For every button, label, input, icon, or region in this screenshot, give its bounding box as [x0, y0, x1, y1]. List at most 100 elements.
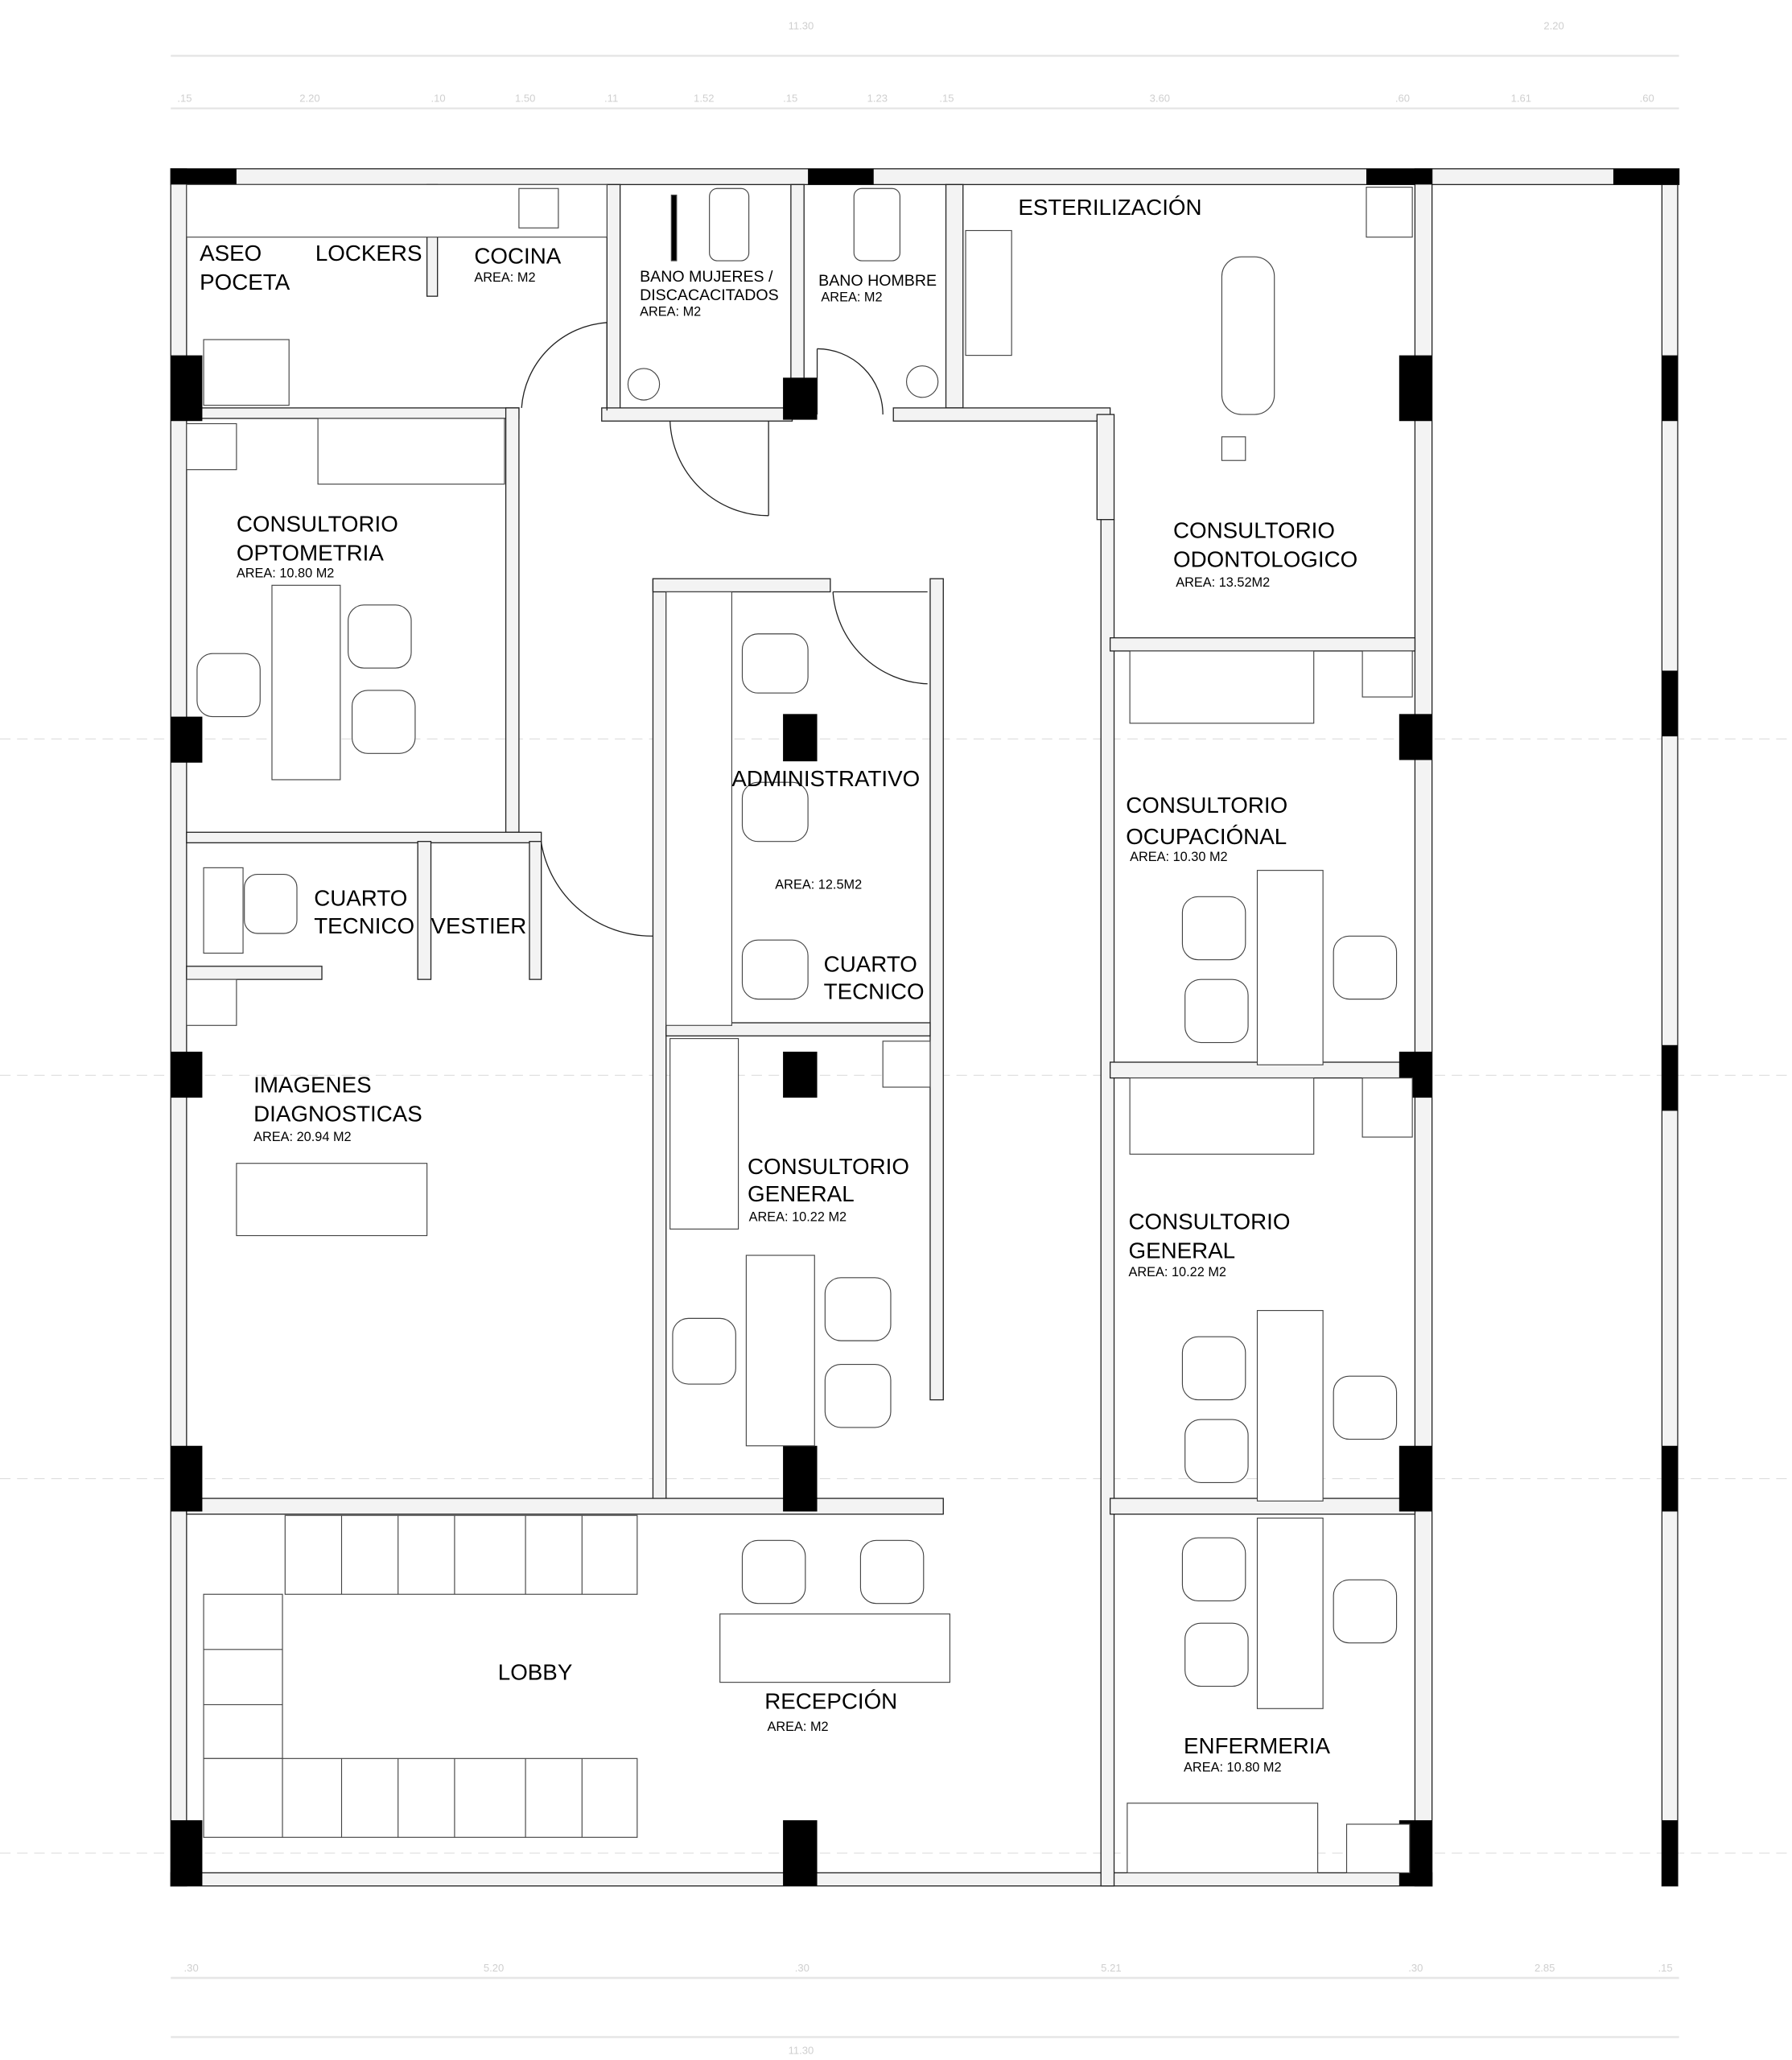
bed-icon	[1129, 650, 1315, 724]
dim-label: .11	[604, 92, 618, 104]
room-label-bano-hombre: BANO HOMBRE	[818, 272, 937, 290]
room-label-bano-mujeres: DISCACACITADOS	[640, 286, 779, 304]
dim-label: 2.20	[299, 92, 319, 104]
dim-top-overall: 2.20	[1543, 20, 1563, 32]
dim-label: 1.61	[1511, 92, 1531, 104]
bed-icon	[317, 418, 505, 485]
dim-label: .15	[177, 92, 192, 104]
room-label-optometria: OPTOMETRIA	[237, 540, 384, 565]
chair-icon	[1181, 896, 1246, 961]
room-label-cuarto-tecnico: TECNICO	[314, 913, 414, 938]
chair-icon	[196, 653, 261, 718]
chair-icon	[1184, 978, 1249, 1044]
desk-icon	[1256, 1310, 1324, 1502]
room-label-vestier: VESTIER	[431, 913, 527, 938]
room-area: AREA: 13.52M2	[1176, 575, 1270, 590]
room-area: AREA: M2	[474, 270, 535, 285]
furniture	[186, 183, 1413, 1873]
dim-label: .15	[1658, 1962, 1672, 1974]
dim-label: 1.52	[694, 92, 714, 104]
room-label-ocupacional: CONSULTORIO	[1126, 793, 1287, 818]
room-area: AREA: 12.5M2	[775, 877, 862, 892]
dim-label: .60	[1640, 92, 1654, 104]
room-area: AREA: M2	[821, 290, 882, 305]
room-label-recepcion: RECEPCIÓN	[764, 1688, 897, 1713]
dental-chair-icon	[1221, 256, 1275, 415]
dim-label: 3.60	[1150, 92, 1170, 104]
room-label-ocupacional: OCUPACIÓNAL	[1126, 824, 1287, 849]
structural-columns	[171, 168, 1679, 1886]
chair-icon	[824, 1363, 892, 1428]
desk-icon	[665, 591, 732, 1026]
sofa-icon	[284, 1514, 638, 1595]
room-label-esterilizacion: ESTERILIZACIÓN	[1018, 195, 1201, 220]
bed-icon	[236, 1163, 428, 1237]
chair-icon	[741, 633, 809, 694]
room-label-imagenes: DIAGNOSTICAS	[253, 1101, 422, 1126]
dim-label: .30	[1408, 1962, 1423, 1974]
chair-icon	[672, 1317, 736, 1385]
chair-icon	[348, 604, 412, 669]
dim-label: .30	[184, 1962, 199, 1974]
dim-label: 11.30	[789, 2045, 814, 2057]
dim-label: 5.21	[1101, 1962, 1121, 1974]
sofa-icon	[203, 1757, 638, 1838]
room-label-optometria: CONSULTORIO	[237, 511, 398, 536]
room-label-imagenes: IMAGENES	[253, 1073, 371, 1098]
room-area: AREA: 10.80 M2	[1184, 1761, 1281, 1775]
bed-icon	[1129, 1077, 1315, 1155]
dim-label: .15	[939, 92, 954, 104]
room-label-consultorio-general: GENERAL	[1128, 1238, 1235, 1263]
room-area: AREA: 10.80 M2	[237, 566, 334, 581]
sink-icon	[186, 978, 237, 1026]
room-label-consultorio-general: GENERAL	[748, 1181, 855, 1206]
sink-icon	[1362, 1077, 1413, 1138]
sofa-icon	[203, 1593, 283, 1759]
sink-icon	[1345, 1823, 1411, 1873]
chair-icon	[741, 1539, 806, 1605]
dim-label: .30	[795, 1962, 809, 1974]
dim-top-overall: 11.30	[789, 20, 814, 32]
doors	[521, 322, 928, 937]
chair-icon	[1333, 1579, 1398, 1644]
room-area: AREA: M2	[640, 305, 701, 319]
desk-icon	[1256, 870, 1324, 1065]
dim-label: 1.23	[867, 92, 888, 104]
room-label-cuarto-tecnico: CUARTO	[824, 951, 917, 976]
desk-icon	[1256, 1517, 1324, 1709]
chair-icon	[244, 873, 298, 934]
dim-label: .60	[1395, 92, 1410, 104]
room-label-lobby: LOBBY	[498, 1659, 573, 1684]
room-label-enfermeria: ENFERMERIA	[1184, 1733, 1330, 1758]
counter	[965, 229, 1012, 356]
room-label-aseo: ASEO	[200, 241, 262, 266]
dim-label: .15	[783, 92, 797, 104]
room-label-odontologico: ODONTOLOGICO	[1173, 546, 1357, 571]
chair-icon	[1184, 1622, 1249, 1687]
chair-icon	[1333, 935, 1398, 1000]
room-label-aseo: POCETA	[200, 270, 290, 295]
room-label-consultorio-general: CONSULTORIO	[748, 1154, 909, 1179]
room-label-cuarto-tecnico: TECNICO	[824, 979, 925, 1004]
toilet-icon	[709, 187, 750, 262]
room-label-lockers: LOCKERS	[315, 241, 422, 266]
room-area: AREA: 20.94 M2	[253, 1130, 352, 1144]
room-area: AREA: M2	[767, 1720, 828, 1734]
sink-icon	[1366, 187, 1413, 238]
room-labels: ASEO POCETA LOCKERS COCINA AREA: M2 BANO…	[200, 195, 1357, 1775]
reception-desk-icon	[719, 1613, 951, 1683]
room-label-cuarto-tecnico: CUARTO	[314, 886, 407, 911]
desk-icon	[745, 1255, 815, 1447]
dim-label: 1.50	[515, 92, 535, 104]
bed-icon	[669, 1038, 739, 1230]
desk-icon	[271, 584, 341, 781]
sink-icon	[905, 365, 939, 398]
chair-icon	[1333, 1375, 1398, 1440]
room-label-odontologico: CONSULTORIO	[1173, 518, 1335, 543]
sink-icon	[1362, 650, 1413, 698]
toilet-icon	[853, 187, 900, 262]
room-area: AREA: 10.22 M2	[749, 1210, 847, 1225]
bed-icon	[1127, 1802, 1319, 1873]
chair-icon	[741, 781, 809, 843]
